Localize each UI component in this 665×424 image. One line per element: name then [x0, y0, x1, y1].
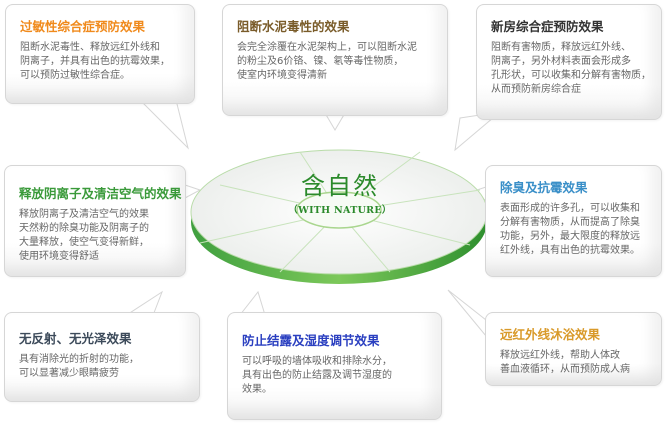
bubble-title: 阻断水泥毒性的效果 [237, 19, 350, 34]
body-line: 天然粉的除臭功能及阴离子的 [19, 223, 149, 234]
bubble-deodorize-antimold: 除臭及抗霉效果 表面形成的许多孔，可以收集和 分解有害物质，从而提高了除臭 功能… [485, 165, 662, 277]
bubble-far-infrared-bath: 远红外线沐浴效果 释放远红外线，帮助人体改 善血液循环，从而预防成人病 [485, 312, 662, 386]
bubble-title: 防止结露及湿度调节效果 [242, 333, 380, 348]
body-line: 表面形成的许多孔，可以收集和 [500, 203, 640, 214]
bubble-body: 释放远红外线，帮助人体改 善血液循环，从而预防成人病 [500, 349, 649, 377]
body-line: 从而预防新房综合症 [491, 84, 581, 95]
body-line: 的粉尘及6价铬、镍、氡等毒性物质， [237, 56, 404, 67]
bubble-body: 可以呼吸的墙体吸收和排除水分， 具有出色的防止结露及调节湿度的 效果。 [242, 355, 429, 397]
body-line: 孔形状，可以收集和分解有害物质， [491, 70, 651, 81]
body-line: 可以呼吸的墙体吸收和排除水分， [242, 356, 392, 367]
center-title: 含自然 [301, 172, 379, 200]
bubble-body: 阻断水泥毒性、释放远红外线和 阴离子，并具有出色的抗霉效果， 可以预防过敏性综合… [20, 41, 182, 83]
body-line: 阻断水泥毒性、释放远红外线和 [20, 42, 160, 53]
bubble-anti-glare: 无反射、无光泽效果 具有消除光的折射的功能， 可以显著减少眼睛疲劳 [4, 312, 200, 402]
body-line: 具有消除光的折射的功能， [19, 354, 139, 365]
bubble-title: 新房综合症预防效果 [491, 19, 604, 34]
body-line: 阴离子，并具有出色的抗霉效果， [20, 56, 170, 67]
body-line: 使用环境变得舒适 [19, 251, 99, 262]
bubble-body: 释放阴离子及清洁空气的效果 天然粉的除臭功能及阴离子的 大量释放，使空气变得新鲜… [19, 208, 173, 264]
bubble-title: 远红外线沐浴效果 [500, 327, 601, 342]
body-line: 效果。 [242, 384, 272, 395]
center-subtitle: （WITH NATURE） [288, 205, 392, 216]
body-line: 会完全涂覆在水泥架构上，可以阻断水泥 [237, 42, 417, 53]
body-line: 可以显著减少眼睛疲劳 [19, 368, 119, 379]
body-line: 红外线，具有出色的抗霉效果。 [500, 245, 640, 256]
body-line: 大量释放，使空气变得新鲜， [19, 237, 149, 248]
body-line: 可以预防过敏性综合症。 [20, 70, 130, 81]
body-line: 释放远红外线，帮助人体改 [500, 350, 620, 361]
body-line: 阴离子，另外材料表面会形成多 [491, 56, 631, 67]
body-line: 使室内环境变得清新 [237, 70, 327, 81]
bubble-body: 会完全涂覆在水泥架构上，可以阻断水泥 的粉尘及6价铬、镍、氡等毒性物质， 使室内… [237, 41, 435, 83]
body-line: 善血液循环，从而预防成人病 [500, 364, 630, 375]
body-line: 释放阴离子及清洁空气的效果 [19, 209, 149, 220]
bubble-title: 释放阴离子及清洁空气的效果 [19, 186, 182, 201]
bubble-title: 无反射、无光泽效果 [19, 331, 132, 346]
body-line: 具有出色的防止结露及调节湿度的 [242, 370, 392, 381]
bubble-title: 过敏性综合症预防效果 [20, 19, 146, 34]
disc-icon [190, 149, 488, 284]
bubble-anion-air-cleaning: 释放阴离子及清洁空气的效果 释放阴离子及清洁空气的效果 天然粉的除臭功能及阴离子… [4, 165, 186, 277]
bubble-new-house-syndrome: 新房综合症预防效果 阻断有害物质，释放远红外线、 阴离子，另外材料表面会形成多 … [476, 4, 662, 120]
bubble-body: 具有消除光的折射的功能， 可以显著减少眼睛疲劳 [19, 353, 187, 381]
bubble-title: 除臭及抗霉效果 [500, 180, 588, 195]
bubble-cement-toxicity: 阻断水泥毒性的效果 会完全涂覆在水泥架构上，可以阻断水泥 的粉尘及6价铬、镍、氡… [222, 4, 448, 116]
bubble-body: 表面形成的许多孔，可以收集和 分解有害物质，从而提高了除臭 功能，另外，最大限度… [500, 202, 649, 258]
bubble-body: 阻断有害物质，释放远红外线、 阴离子，另外材料表面会形成多 孔形状，可以收集和分… [491, 41, 651, 97]
body-line: 功能，另外，最大限度的释放远 [500, 231, 640, 242]
body-line: 阻断有害物质，释放远红外线、 [491, 42, 631, 53]
bubble-humidity-control: 防止结露及湿度调节效果 可以呼吸的墙体吸收和排除水分， 具有出色的防止结露及调节… [227, 312, 442, 420]
body-line: 分解有害物质，从而提高了除臭 [500, 217, 640, 228]
bubble-allergy-prevention: 过敏性综合症预防效果 阻断水泥毒性、释放远红外线和 阴离子，并具有出色的抗霉效果… [5, 4, 195, 104]
